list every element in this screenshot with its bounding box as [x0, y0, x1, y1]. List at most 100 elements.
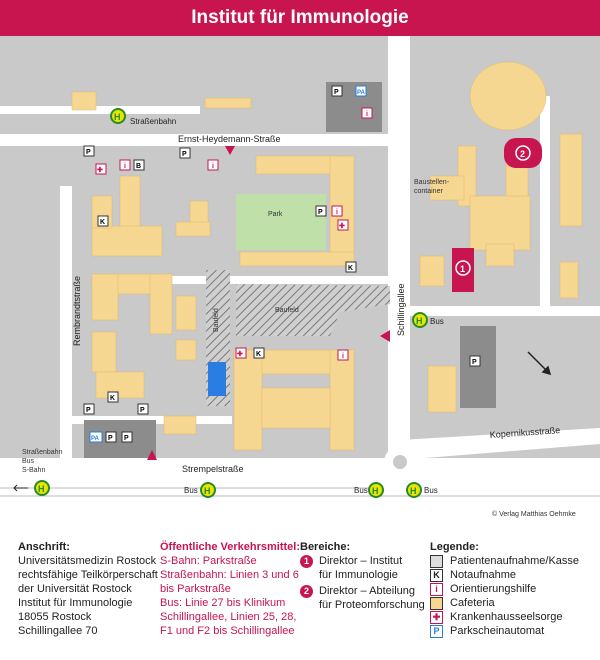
transit-line: Schillingallee, Linien 25, 28,: [160, 611, 297, 623]
transit-line: S-Bahn: Parkstraße: [160, 555, 257, 567]
svg-text:2: 2: [520, 149, 525, 159]
chaplaincy-icon: ✚: [430, 611, 443, 624]
parking-icon: P: [83, 403, 95, 415]
svg-text:P: P: [86, 407, 91, 414]
legend-heading: Legende:: [430, 541, 479, 553]
arrow-icon: [13, 484, 28, 492]
areas-heading: Bereiche:: [300, 541, 351, 553]
svg-text:P: P: [318, 209, 323, 216]
svg-text:✚: ✚: [237, 350, 243, 358]
svg-text:K: K: [256, 351, 261, 358]
legend-item: Patientenaufnahme/Kasse: [430, 554, 598, 568]
svg-text:H: H: [416, 316, 423, 326]
svg-text:B: B: [136, 163, 141, 170]
transit-label-tram: Straßenbahn: [22, 449, 63, 456]
transit-label-bus: Bus: [22, 458, 35, 465]
road-kopernikus: [400, 428, 600, 460]
road-right-1: [410, 306, 600, 316]
information-icon: i: [361, 107, 373, 119]
stop-icon-bus-south[interactable]: H Bus: [354, 482, 384, 498]
information-icon: i: [331, 205, 343, 217]
marker-1[interactable]: 1: [455, 260, 471, 276]
entrance-marker-east[interactable]: [380, 330, 390, 342]
svg-text:P: P: [182, 151, 187, 158]
svg-text:1: 1: [460, 264, 465, 274]
address-block: Anschrift: Universitätsmedizin Rostock r…: [18, 540, 158, 638]
baufeld-main: [236, 284, 390, 336]
buildings: [71, 61, 583, 451]
svg-text:PA: PA: [357, 90, 366, 96]
chaplaincy-icon: ✚: [95, 163, 107, 175]
emergency-icon: K: [107, 391, 119, 403]
svg-text:K: K: [348, 265, 353, 272]
information-icon: i: [207, 159, 219, 171]
svg-text:P: P: [334, 89, 339, 96]
transit-label-sbahn: S-Bahn: [22, 467, 45, 474]
svg-text:i: i: [366, 111, 368, 118]
emergency-icon: K: [430, 569, 443, 582]
parking-icon: P: [121, 431, 133, 443]
area-number-icon: 1: [300, 555, 313, 568]
street-ernst-heydemann: Ernst-Heydemann-Straße: [178, 134, 281, 144]
svg-text:Bus: Bus: [430, 317, 444, 326]
stop-icon-bus-schilling[interactable]: H Bus: [412, 312, 444, 328]
road-right-2: [540, 96, 550, 306]
transit-line: F1 und F2 bis Schillingallee: [160, 625, 295, 637]
svg-text:Bus: Bus: [354, 486, 368, 495]
legend-item: i Orientierungshilfe: [430, 582, 598, 596]
stop-icon-left[interactable]: H: [34, 480, 50, 496]
parking-icon: P: [179, 147, 191, 159]
emergency-icon: K: [253, 347, 265, 359]
svg-text:H: H: [204, 486, 211, 496]
parking-meter-icon: P: [430, 625, 443, 638]
park-area: [236, 194, 326, 250]
svg-text:H: H: [38, 484, 45, 494]
transit-heading: Öffentliche Verkehrsmittel:: [160, 541, 300, 553]
svg-text:P: P: [140, 407, 145, 414]
entrance-marker-north[interactable]: [225, 146, 235, 155]
park-label: Park: [268, 211, 283, 218]
chaplaincy-icon: ✚: [337, 219, 349, 231]
copyright: © Verlag Matthias Oehmke: [492, 510, 576, 518]
svg-text:Bus: Bus: [184, 486, 198, 495]
address-line: der Universität Rostock: [18, 583, 132, 595]
transit-block: Öffentliche Verkehrsmittel: S-Bahn: Park…: [160, 540, 310, 638]
svg-text:✚: ✚: [97, 166, 103, 174]
street-rembrandt: Rembrandtstraße: [72, 276, 82, 346]
parking-garage-right: [460, 326, 496, 408]
legend-block: Legende: Patientenaufnahme/Kasse K Notau…: [430, 540, 598, 638]
address-line: 18055 Rostock: [18, 611, 92, 623]
parking-icon: P: [315, 205, 327, 217]
stop-icon-tram[interactable]: H: [110, 108, 126, 124]
legend-item: P Parkscheinautomat: [430, 624, 598, 638]
transit-line: Bus: Linie 27 bis Klinikum: [160, 597, 286, 609]
address-heading: Anschrift:: [18, 541, 70, 553]
address-line: Institut für Immunologie: [18, 597, 133, 609]
svg-text:PA: PA: [91, 436, 100, 442]
patient-admission-icon: [430, 555, 443, 568]
svg-text:Bus: Bus: [424, 486, 438, 495]
parking-meter-icon: PA: [355, 85, 367, 97]
area-number-icon: 2: [300, 585, 313, 598]
parking-icon: P: [331, 85, 343, 97]
stop-icon-bus-east[interactable]: H Bus: [406, 482, 438, 498]
emergency-icon: K: [345, 261, 357, 273]
road-schillingallee: [388, 36, 410, 526]
svg-text:i: i: [342, 353, 344, 360]
svg-text:✚: ✚: [339, 222, 345, 230]
stop-icon-bus-strempel[interactable]: H Bus: [184, 482, 216, 498]
svg-text:H: H: [114, 112, 121, 122]
campus-map[interactable]: Park Baufeld Baufeld: [0, 36, 600, 526]
svg-text:P: P: [108, 435, 113, 442]
entrance-marker-south[interactable]: [147, 450, 157, 460]
street-strassenbahn: Straßenbahn: [130, 117, 176, 126]
address-line: rechtsfähige Teilkörperschaft: [18, 569, 158, 581]
lower-area: [0, 487, 600, 497]
b-icon: B: [133, 159, 145, 171]
information-icon: i: [337, 349, 349, 361]
address-line: Universitätsmedizin Rostock: [18, 555, 157, 567]
marker-2[interactable]: 2: [515, 145, 531, 161]
